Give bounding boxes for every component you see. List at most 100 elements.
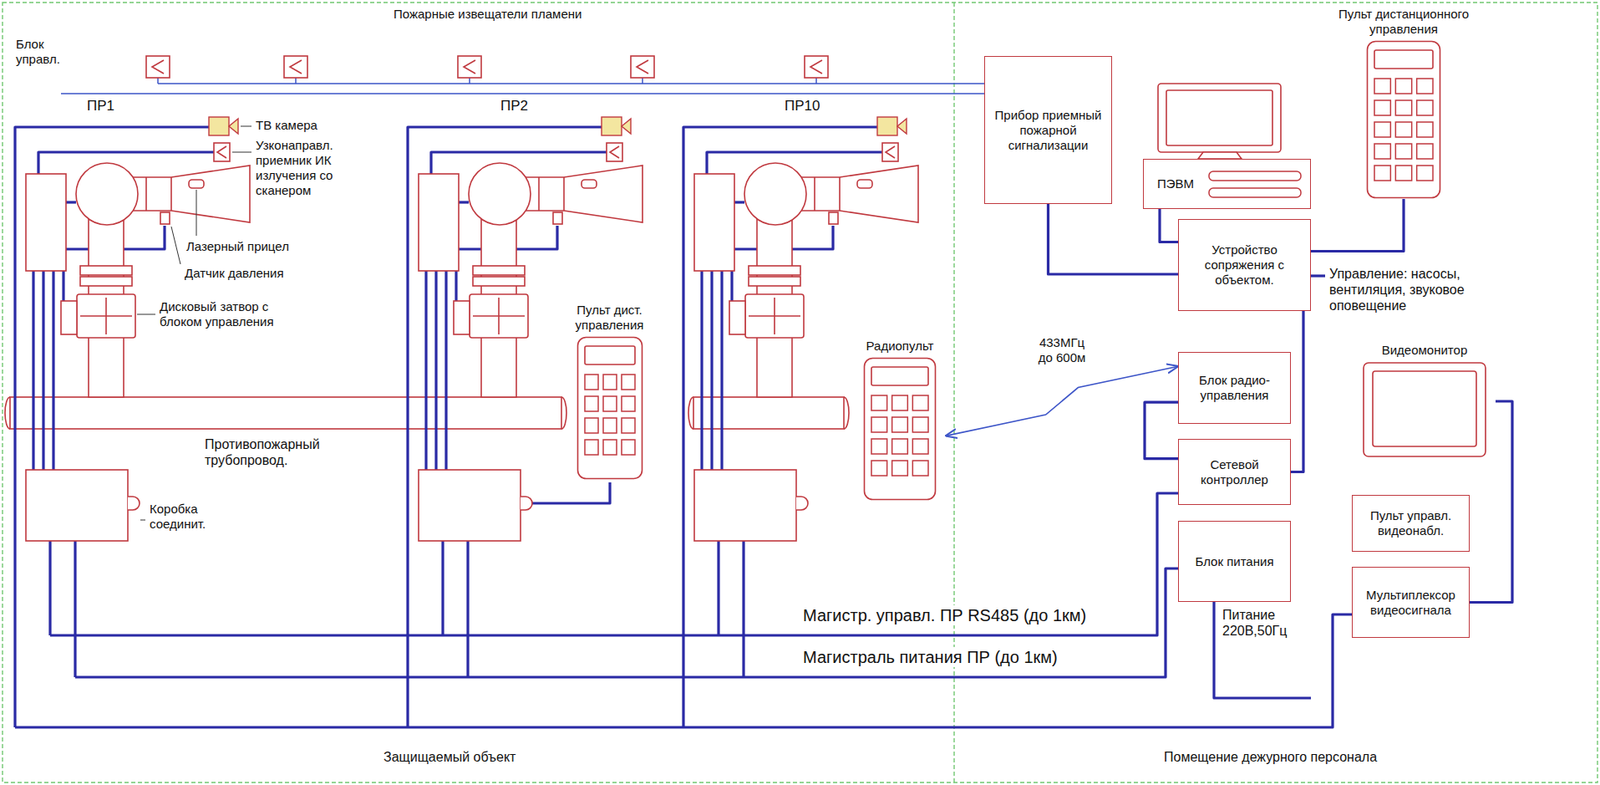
node-content: Видеомонитор <box>1353 342 1496 358</box>
remote-key <box>1417 121 1433 138</box>
node-content: Пульт дист. управления <box>561 302 658 333</box>
node-text: Пульт управл. видеонабл. <box>1357 507 1464 539</box>
remote-key <box>1395 100 1412 116</box>
remote-key <box>1374 100 1391 116</box>
monitor-screen <box>1372 370 1477 447</box>
drive-slot <box>1208 187 1301 198</box>
remote-key <box>1374 121 1391 138</box>
flame-detector <box>630 55 655 78</box>
callout-label: Дисковый затвор с блоком управления <box>158 299 303 330</box>
remote-key <box>871 416 888 432</box>
remote-key <box>892 416 909 432</box>
callout-label: ПР10 <box>783 97 821 115</box>
remote-case <box>577 337 642 479</box>
node-content: Пульт управл. видеонабл. <box>1357 507 1464 539</box>
callout-label: Магистраль питания ПР (до 1км) <box>802 646 1059 667</box>
callout-label: Управление: насосы, вентиляция, звуковое… <box>1328 265 1494 315</box>
monitor-body <box>1361 360 1488 460</box>
remote-key <box>603 417 617 433</box>
node-text: Сетевой контроллер <box>1183 457 1286 488</box>
callout-label: Узконаправл. приемник ИК излучения со ск… <box>254 137 374 199</box>
remote-key <box>1395 143 1412 159</box>
callout-label: Лазерный прицел <box>185 238 290 254</box>
remote-key <box>621 374 635 390</box>
device-box: Мультиплексор видеосигнала <box>1351 566 1470 638</box>
remote-holder <box>576 335 644 480</box>
remote-key <box>1395 165 1412 181</box>
remote-body <box>863 356 937 501</box>
remote-display <box>1374 50 1433 69</box>
leader-line <box>240 126 252 127</box>
node-content: Радиопульт <box>853 338 946 354</box>
leader-line <box>171 226 181 265</box>
flame-detector <box>457 55 482 78</box>
callout-label: Блок управл. <box>15 36 71 67</box>
node-content: Сетевой контроллер <box>1183 457 1286 488</box>
cable-connector <box>1159 208 1179 243</box>
power-bus <box>75 568 1179 677</box>
remote-body <box>1366 40 1442 199</box>
node-text: Мультиплексор видеосигнала <box>1357 587 1464 618</box>
device-box: Пульт управл. видеонабл. <box>1351 494 1470 552</box>
pc-monitor <box>1158 83 1281 159</box>
callout-label: Магистр. управл. ПР RS485 (до 1км) <box>802 604 1087 625</box>
remote-key <box>1374 143 1391 159</box>
node-text: Блок радио- управления <box>1183 372 1286 403</box>
node-content: Блок радио- управления <box>1183 372 1286 403</box>
flame-detector <box>284 55 308 78</box>
computer-unit: ПЭВМ <box>1142 158 1311 209</box>
callout-label: Коробка соединит. <box>148 501 226 532</box>
remote-key <box>912 395 929 411</box>
fire-monitor-1 <box>15 116 250 727</box>
remote-key <box>1395 121 1412 138</box>
remote-key <box>584 417 599 433</box>
remote-control: Пульт дистанционного управления <box>1328 6 1479 199</box>
callout-label: ПР1 <box>86 97 116 115</box>
node-content: Блок питания <box>1183 553 1286 569</box>
node-content: Мультиплексор видеосигнала <box>1357 587 1464 618</box>
callout-label: Питание 220В,50Гц <box>1221 606 1303 639</box>
node-text: Пульт дистанционного управления <box>1328 6 1479 37</box>
video-monitor: Видеомонитор <box>1353 342 1496 460</box>
remote-display <box>871 366 929 386</box>
remote-key <box>912 460 929 476</box>
remote-key <box>892 395 909 411</box>
pipeline-break <box>5 396 567 429</box>
remote-key <box>1374 165 1391 181</box>
node-text: Блок питания <box>1183 553 1286 569</box>
remote-key <box>892 460 909 476</box>
edge-label: 433МГц до 600м <box>1028 334 1096 366</box>
remote-holder <box>863 356 937 501</box>
pc-drives <box>1208 166 1302 204</box>
device-box: Устройство сопряжения с объектом. <box>1178 218 1311 311</box>
remote-body <box>576 335 644 480</box>
fire-monitor-10 <box>683 116 919 727</box>
remote-key <box>603 396 617 412</box>
cable-connector <box>1290 310 1304 473</box>
node-text: Прибор приемный пожарной сигнализации <box>990 107 1107 153</box>
monitor-holder <box>1361 360 1488 460</box>
remote-key <box>603 439 617 455</box>
cable-connector <box>1144 401 1179 459</box>
remote-holder <box>1366 40 1442 199</box>
callout-label: Защищаемый объект <box>382 748 517 765</box>
callout-label: Пожарные извещатели пламени <box>392 6 583 22</box>
node-text: ПЭВМ <box>1157 176 1194 192</box>
flame-detector <box>804 55 828 78</box>
callout-label: ТВ камера <box>254 117 319 133</box>
pc-monitor-case <box>1158 83 1281 153</box>
remote-case <box>1367 41 1441 199</box>
pc-monitor-stand <box>1198 152 1242 159</box>
leader-line <box>232 152 252 153</box>
pipeline <box>10 396 562 429</box>
drive-slot <box>1208 171 1301 181</box>
device-box: Блок радио- управления <box>1178 351 1291 424</box>
control-output <box>1310 274 1326 277</box>
leader-line <box>140 519 146 521</box>
remote-key <box>584 374 599 390</box>
detector-symbol <box>152 60 823 74</box>
remote-key <box>621 439 635 455</box>
